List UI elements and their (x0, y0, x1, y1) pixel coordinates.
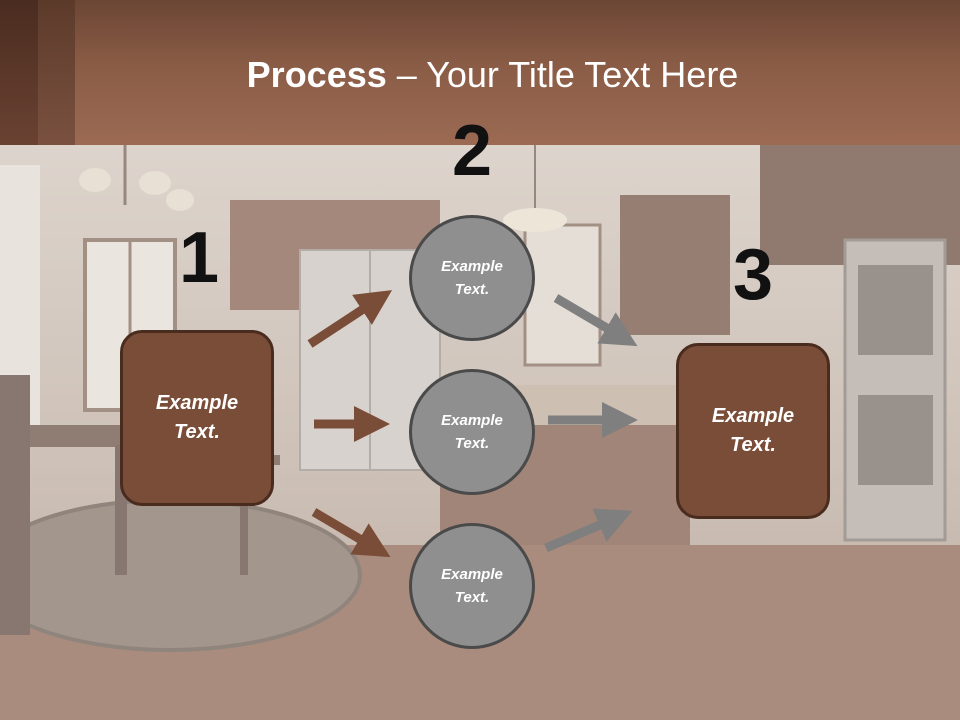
slide-title: Process – Your Title Text Here (0, 52, 960, 98)
title-bold: Process (246, 54, 387, 95)
circle-middle-label-line1: Example (441, 412, 503, 429)
step2-circle-middle: Example Text. (409, 369, 535, 495)
step3-label: Example Text. (712, 402, 794, 460)
step1-label-line1: Example (155, 392, 239, 414)
step2-circle-top: Example Text. (409, 215, 535, 341)
circle-middle-label-line2: Text. (454, 435, 490, 452)
step1-box: Example Text. (120, 330, 274, 506)
step-number-2: 2 (451, 111, 493, 191)
header-accent-dark (0, 0, 38, 145)
title-rest: – Your Title Text Here (386, 54, 739, 95)
circle-top-label: Example Text. (441, 255, 503, 301)
title-bar (0, 0, 960, 145)
circle-top-label-line1: Example (441, 258, 503, 275)
arrow-1-to-bottom (311, 508, 391, 558)
circle-bottom-label: Example Text. (441, 563, 503, 609)
arrow-1-to-top (307, 290, 393, 348)
step2-circle-bottom: Example Text. (409, 523, 535, 649)
circle-bottom-label-line2: Text. (454, 589, 490, 606)
step3-box: Example Text. (676, 343, 830, 519)
step1-label: Example Text. (156, 389, 238, 447)
step-number-3: 3 (732, 235, 774, 315)
step3-label-line2: Text. (730, 434, 776, 456)
arrow-bottom-to-3 (544, 508, 633, 553)
circle-top-label-line2: Text. (454, 281, 490, 298)
circle-middle-label: Example Text. (441, 409, 503, 455)
step3-label-line1: Example (711, 405, 795, 427)
circle-bottom-label-line1: Example (441, 566, 503, 583)
step-number-1: 1 (178, 218, 220, 298)
step1-label-line2: Text. (174, 421, 220, 443)
header-accent-mid (38, 0, 75, 145)
arrow-top-to-3 (553, 294, 638, 347)
